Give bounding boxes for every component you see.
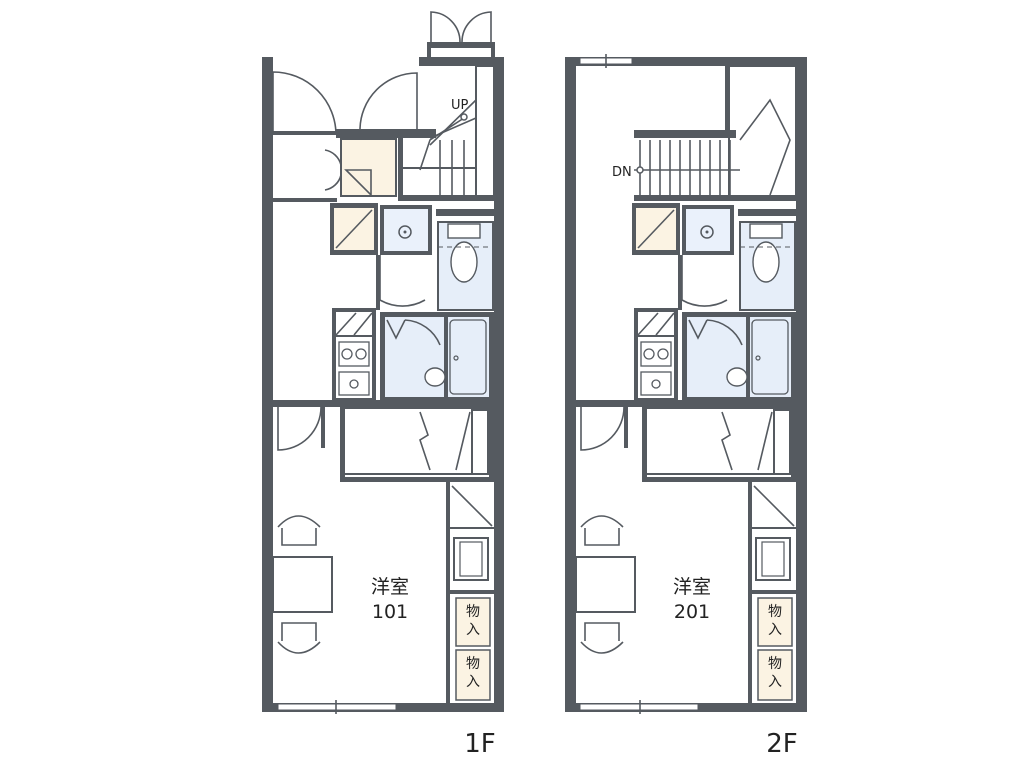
- stove-1f: [338, 341, 370, 367]
- storage-label-2-2f: 物入: [768, 656, 782, 690]
- porch-door-right-1f: [461, 11, 492, 43]
- wall-right-2f: [796, 57, 807, 712]
- window-bottom-1f: [277, 703, 397, 711]
- wall-top-2f: [565, 57, 807, 66]
- room-type-2f: 洋室: [673, 576, 711, 598]
- cabinet-1f: [453, 537, 489, 581]
- entrance-door-1f: [272, 71, 337, 136]
- toilet-bowl-1f: [450, 241, 478, 283]
- room-door-1f: [277, 406, 322, 451]
- room-door-2f: [580, 406, 625, 451]
- porch-door-left-1f: [430, 11, 461, 43]
- sink-2f: [640, 371, 672, 396]
- stair-label-1f: UP: [451, 98, 469, 113]
- desk-1f: [272, 556, 333, 613]
- toilet-bowl-2f: [752, 241, 780, 283]
- desk-2f: [575, 556, 636, 613]
- storage-char: 入: [768, 674, 782, 690]
- floor-2f: DN: [565, 54, 807, 759]
- toilet-tank-2f: [749, 223, 783, 239]
- wall-top-1f: [419, 57, 504, 66]
- wall-left-2f: [565, 57, 576, 712]
- chair-top-1f: [277, 515, 321, 546]
- cabinet-2f: [755, 537, 791, 581]
- wall-right-1f: [494, 57, 504, 712]
- room-type-1f: 洋室: [371, 576, 409, 598]
- storage-2-2f: [757, 649, 793, 701]
- washroom-door-2f: [681, 255, 728, 307]
- wall-left-1f: [262, 57, 273, 712]
- storage-char: 物: [768, 656, 782, 672]
- floor-1f: UP: [262, 11, 504, 759]
- storage-1-1f: [455, 597, 491, 647]
- floor-label-2f: 2F: [766, 729, 798, 759]
- storage-label-1-1f: 物入: [466, 604, 480, 638]
- sink-1f: [338, 371, 370, 396]
- room-number-2f: 201: [674, 601, 710, 623]
- shoe-closet-1f: [341, 139, 396, 196]
- closet-large-2f: [647, 409, 791, 477]
- storage-char: 物: [768, 604, 782, 620]
- storage-char: 入: [768, 622, 782, 638]
- storage-label-1-2f: 物入: [768, 604, 782, 638]
- storage-char: 物: [466, 656, 480, 672]
- stair-label-2f: DN: [612, 165, 632, 180]
- staircase-1f: [398, 65, 495, 201]
- hall-door-1f: [359, 72, 418, 131]
- storage-char: 入: [466, 622, 480, 638]
- staircase-2f: [634, 65, 797, 201]
- storage-label-2-1f: 物入: [466, 656, 480, 690]
- window-bottom-2f: [579, 703, 699, 711]
- washer-space-1f: [384, 209, 428, 251]
- room-number-1f: 101: [372, 601, 408, 623]
- floor-label-1f: 1F: [464, 729, 496, 759]
- chair-bottom-2f: [580, 622, 624, 654]
- washroom-door-1f: [379, 255, 426, 307]
- toilet-tank-1f: [447, 223, 481, 239]
- washer-space-2f: [686, 209, 730, 251]
- storage-char: 物: [466, 604, 480, 620]
- storage-char: 入: [466, 674, 480, 690]
- stove-2f: [640, 341, 672, 367]
- storage-1-2f: [757, 597, 793, 647]
- chair-bottom-1f: [277, 622, 321, 654]
- storage-2-1f: [455, 649, 491, 701]
- closet-large-1f: [345, 409, 489, 477]
- chair-top-2f: [580, 515, 624, 546]
